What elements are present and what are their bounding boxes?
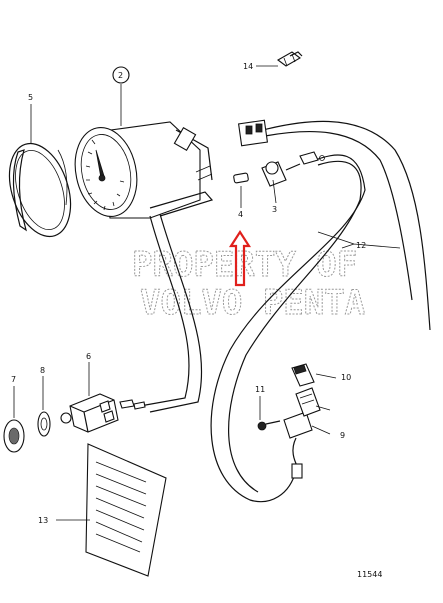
part-12-harness <box>210 119 431 503</box>
wire-gauge-to-switch <box>119 213 203 413</box>
wire-to-switch-connector <box>291 437 303 479</box>
part-4-bulb <box>233 172 249 184</box>
part-13-label-plate <box>85 443 167 577</box>
callout-7: 7 <box>11 375 16 384</box>
part-7-knob <box>3 419 25 453</box>
callout-14: 14 <box>243 62 253 71</box>
callout-9: 9 <box>340 431 345 440</box>
part-9-switch-body <box>283 387 321 439</box>
part-11-screw <box>257 420 281 431</box>
leader-lines <box>13 65 401 521</box>
callout-4: 4 <box>238 210 243 219</box>
part-10-knob <box>291 363 315 387</box>
callout-2: 2 <box>118 71 123 80</box>
figure-number: 11544 <box>357 570 382 579</box>
part-3-bulb-holder <box>261 161 301 187</box>
callout-circle-2 <box>112 66 130 84</box>
callout-3: 3 <box>272 205 277 214</box>
callout-6: 6 <box>86 352 91 361</box>
callout-12: 12 <box>356 241 366 250</box>
part-14-clip <box>277 51 303 67</box>
part-2-gauge <box>74 121 214 219</box>
part-8-nut <box>37 411 51 437</box>
part-6-switch <box>60 393 119 433</box>
part-5-bezel-ring <box>8 142 72 238</box>
callout-13: 13 <box>38 516 48 525</box>
callout-10: 10 <box>341 373 351 382</box>
watermark: PROPERTY OF VOLVO PENTA <box>132 245 366 324</box>
red-up-arrow-icon <box>228 229 252 287</box>
callout-5: 5 <box>28 93 33 102</box>
callouts: 2 5 14 4 3 12 7 8 6 11 10 9 13 <box>11 62 366 525</box>
callout-8: 8 <box>40 366 45 375</box>
callout-11: 11 <box>255 385 265 394</box>
